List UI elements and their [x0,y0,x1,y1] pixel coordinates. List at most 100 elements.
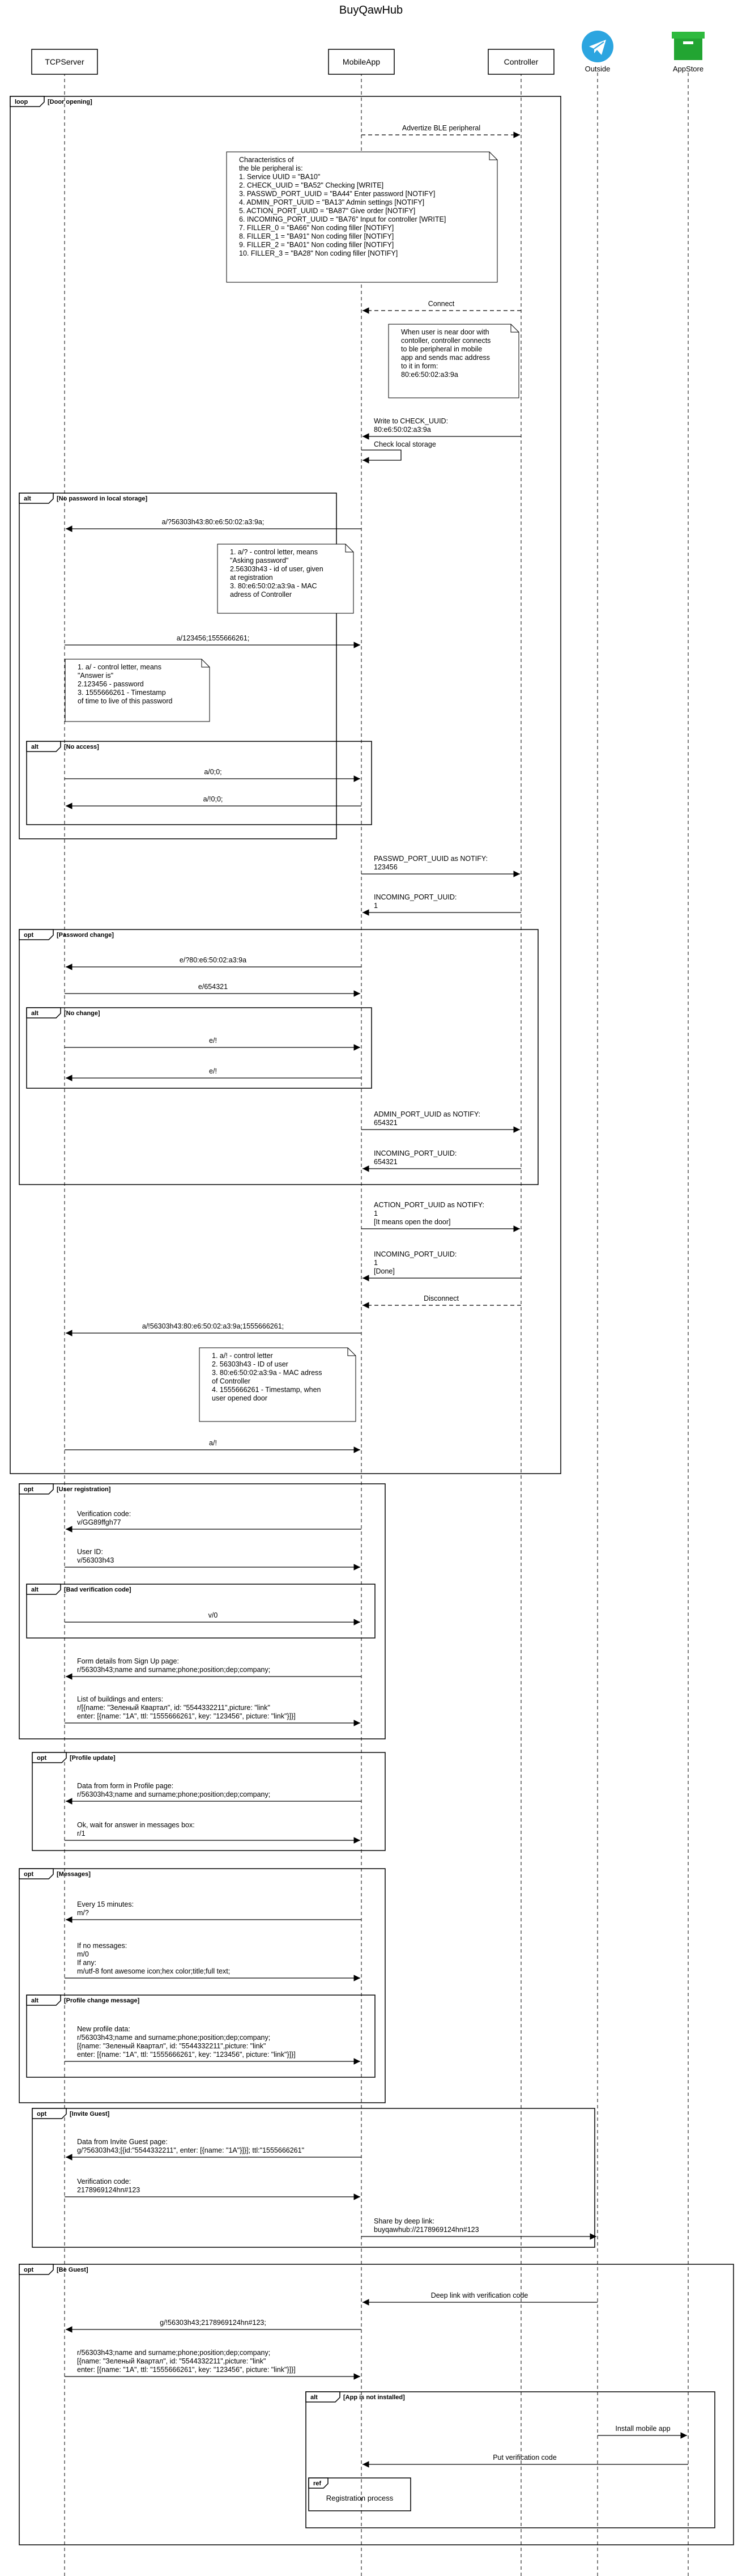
message-label: a/! [209,1439,217,1447]
message-label: Data from form in Profile page: [77,1782,173,1790]
note-line: to ble peripheral in mobile [401,345,482,353]
fragment-opt-beguest: opt[Be Guest] [19,2264,734,2545]
message-m29: Every 15 minutes:m/? [66,1900,361,1923]
store-icon [672,32,705,60]
note-line: 1. a/? - control letter, means [230,548,318,556]
fragment-condition: [No password in local storage] [57,495,147,502]
message-m23: User ID:v/56303h43 [65,1548,360,1571]
message-label: Write to CHECK_UUID: [374,417,448,425]
fragment-operator: alt [24,495,31,502]
fragment-opt-profile: opt [Profile update] [32,1752,386,1851]
message-label: Connect [428,300,455,308]
note-line: Characteristics of [239,156,294,164]
fragment-condition: [No change] [64,1010,100,1017]
message-label: Put verification code [493,2454,557,2462]
message-label: v/GG89ffgh77 [77,1518,121,1526]
note-line: 4. ADMIN_PORT_UUID = "BA13" Admin settin… [239,198,424,206]
fragment-loop: loop[Door opening] [10,96,561,1474]
note-line: "Asking password" [230,557,288,565]
fragment-opt-invite: opt[Invite Guest] [32,2108,595,2248]
message-m3: Write to CHECK_UUID:80:e6:50:02:a3:9a [363,417,521,440]
message-m17: ACTION_PORT_UUID as NOTIFY:1[It means op… [361,1201,520,1232]
note-line: 4. 1555666261 - Timestamp, when [212,1386,321,1394]
telegram-icon [582,31,613,62]
message-m24: v/0 [65,1611,360,1626]
message-label: 2178969124hn#123 [77,2186,140,2194]
message-m25: Form details from Sign Up page:r/56303h4… [66,1657,361,1680]
message-m36: g/!56303h43;2178969124hn#123; [66,2319,361,2333]
participant-mobileapp: MobileApp [328,49,395,75]
message-m8: a/!0;0; [66,795,361,809]
message-label: a/123456;1555666261; [177,634,250,642]
fragment-condition: Registration process [326,2494,394,2502]
fragment-operator: opt [24,932,33,939]
message-label: m/0 [77,1950,89,1958]
note-line: 80:e6:50:02:a3:9a [401,371,458,379]
fragment-operator: opt [37,1755,46,1762]
message-label: v/56303h43 [77,1556,114,1564]
diagram-title: BuyQawHub [339,4,403,16]
message-m28: Ok, wait for answer in messages box:r/1 [65,1821,360,1844]
message-label: enter: [{name: "1A", ttl: "1555666261", … [77,2051,296,2059]
note-line: to it in form: [401,362,438,370]
message-label: e/?80:e6:50:02:a3:9a [180,956,246,964]
participant-label: MobileApp [343,57,380,66]
fragment-condition: [App is not installed] [343,2394,405,2401]
fragment-condition: [Password change] [57,932,114,939]
message-m11: e/?80:e6:50:02:a3:9a [66,956,361,970]
message-m20: a/!56303h43:80:e6:50:02:a3:9a;1555666261… [66,1322,361,1336]
participant-appstore: AppStore [672,32,705,73]
message-label: buyqawhub://2178969124hn#123 [374,2226,479,2234]
message-label: 1 [374,902,378,910]
participant-outside: Outside [582,31,613,73]
note-line: 5. ACTION_PORT_UUID = "BA87" Give order … [239,207,415,215]
message-label: r/56303h43;name and surname;phone;positi… [77,1666,270,1674]
note-line: app and sends mac address [401,354,490,362]
note-line: 3. 80:e6:50:02:a3:9a - MAC [230,582,317,590]
note-line: 2. 56303h43 - ID of user [212,1360,288,1368]
fragment-opt-pwchange: opt [Password change] [19,929,539,1185]
message-label: Advertize BLE peripheral [402,124,480,132]
fragment-operator: ref [313,2480,321,2487]
message-label: r/56303h43;name and surname;phone;positi… [77,2349,270,2357]
message-label: Check local storage [374,440,436,448]
note-line: user opened door [212,1394,267,1402]
message-m27: Data from form in Profile page:r/56303h4… [66,1782,361,1805]
message-m5: a/?56303h43:80:e6:50:02:a3:9a; [66,518,361,532]
note-line: 1. a/ - control letter, means [78,663,161,671]
message-label: r/56303h43;name and surname;phone;positi… [77,1790,270,1798]
note-line: adress of Controller [230,591,292,599]
message-label: 654321 [374,1119,398,1127]
note-line: 7. FILLER_0 = "BA66" Non coding filler [… [239,224,394,232]
message-label: Deep link with verification code [431,2291,528,2299]
message-m1: Advertize BLE peripheral [361,124,520,138]
participant-label: TCPServer [45,57,84,66]
fragment-condition: [Messages] [57,1871,91,1878]
fragment-condition: [Profile update] [70,1755,116,1762]
participant-label: Outside [585,65,611,73]
message-label: ADMIN_PORT_UUID as NOTIFY: [374,1110,480,1118]
message-label: Ok, wait for answer in messages box: [77,1821,195,1829]
note-line: 1. a/! - control letter [212,1352,273,1360]
message-label: Form details from Sign Up page: [77,1657,179,1665]
message-label: r/56303h43;name and surname;phone;positi… [77,2034,270,2042]
message-label: [It means open the door] [374,1218,451,1226]
fragment-alt-profchange: alt[Profile change message] [26,1994,376,2078]
note-line: 9. FILLER_2 = "BA01" Non coding filler [… [239,241,394,249]
message-m26: List of buildings and enters:r/[{name: "… [65,1695,360,1726]
message-m6: a/123456;1555666261; [65,634,360,648]
note-line: of time to live of this password [78,697,172,705]
message-m15: ADMIN_PORT_UUID as NOTIFY:654321 [361,1110,520,1133]
note-line: 2. CHECK_UUID = "BA52" Checking [WRITE] [239,181,383,189]
message-m33: Verification code:2178969124hn#123 [65,2178,360,2200]
message-label: [{name: "Зеленый Квартал", id: "55443322… [77,2357,266,2365]
note-line: 2.56303h43 - id of user, given [230,565,323,573]
message-label: r/[{name: "Зеленый Квартал", id: "554433… [77,1704,270,1712]
note-line: 3. 80:e6:50:02:a3:9a - MAC adress [212,1369,322,1377]
fragment-condition: [Be Guest] [57,2267,88,2273]
message-label: INCOMING_PORT_UUID: [374,1250,457,1258]
message-label: 80:e6:50:02:a3:9a [374,426,431,434]
